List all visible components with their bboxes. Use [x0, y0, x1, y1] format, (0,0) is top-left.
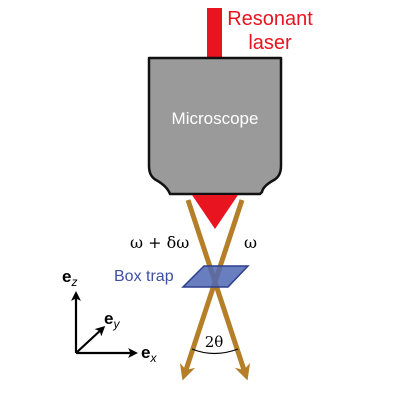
- axis-y-label: ey: [104, 309, 120, 331]
- freq-right-label: ω: [244, 233, 257, 252]
- axis-z-label: ez: [62, 267, 77, 289]
- beam-right: [179, 199, 245, 381]
- laser-label-line1: Resonant: [227, 8, 313, 30]
- box-trap: [181, 265, 250, 288]
- angle-arc: [191, 348, 239, 355]
- angle-label: 2θ: [205, 333, 224, 351]
- freq-left-label: ω + δω: [130, 233, 189, 252]
- focused-laser-cone: [192, 195, 238, 229]
- axis-x-label: ex: [141, 343, 157, 365]
- microscope-body: [147, 56, 283, 196]
- microscope-label: Microscope: [172, 109, 259, 128]
- beam-left: [185, 199, 251, 381]
- box-trap-label: Box trap: [114, 268, 174, 285]
- laser-label-line2: laser: [248, 32, 292, 54]
- axis-y: [75, 325, 106, 354]
- resonant-laser-beam: [207, 8, 222, 58]
